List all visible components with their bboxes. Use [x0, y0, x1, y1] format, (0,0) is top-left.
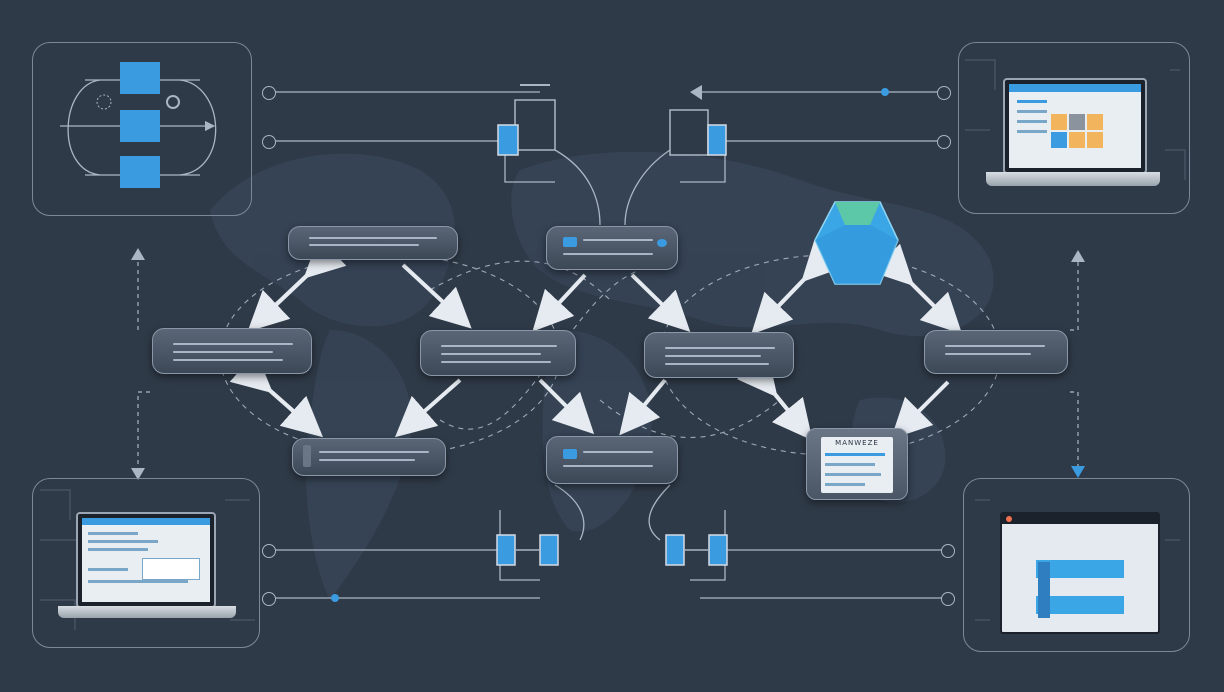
- globe-icon: [941, 592, 955, 606]
- node-mid-left: [152, 328, 312, 374]
- cube-icon: [120, 156, 160, 188]
- panel-bottom-right: [963, 478, 1190, 652]
- link-endpoint-icon: [941, 544, 955, 558]
- flow-cycle-panel: [60, 62, 217, 188]
- device-hub-bottom-left: [496, 534, 559, 566]
- connector-right-down: [1070, 391, 1079, 470]
- link-endpoint-icon: [262, 544, 276, 558]
- link-endpoint-icon: [937, 135, 951, 149]
- panel-top-right: [958, 42, 1190, 214]
- document-card: MANWEZE: [806, 428, 908, 500]
- link-endpoint-icon: [262, 135, 276, 149]
- node-bottom-center: [546, 436, 678, 484]
- link-endpoint-icon: [937, 86, 951, 100]
- gear-icon: [166, 95, 180, 109]
- hexagon-gem-icon: [814, 201, 899, 285]
- panel-top-left: [32, 42, 252, 216]
- device-hub-top-right: [669, 85, 727, 156]
- node-mid-center-left: [420, 330, 576, 376]
- connector-left-down: [137, 391, 150, 475]
- node-bottom-left: [292, 438, 446, 476]
- link-endpoint-icon: [262, 592, 276, 606]
- node-top-center: [546, 226, 678, 270]
- cube-icon: [120, 110, 160, 142]
- link-endpoint-icon: [262, 86, 276, 100]
- device-hub-bottom-right: [665, 534, 728, 566]
- device-hub-top-left: [497, 84, 556, 156]
- node-mid-right: [924, 330, 1068, 374]
- connector-right-up: [1070, 262, 1079, 331]
- panel-bottom-left: [32, 478, 260, 648]
- cube-icon: [120, 62, 160, 94]
- card-title: MANWEZE: [835, 439, 879, 447]
- gear-icon: [96, 94, 112, 110]
- node-mid-center-right: [644, 332, 794, 378]
- tablet-icon: [1000, 512, 1160, 634]
- node-top-left: [288, 226, 458, 260]
